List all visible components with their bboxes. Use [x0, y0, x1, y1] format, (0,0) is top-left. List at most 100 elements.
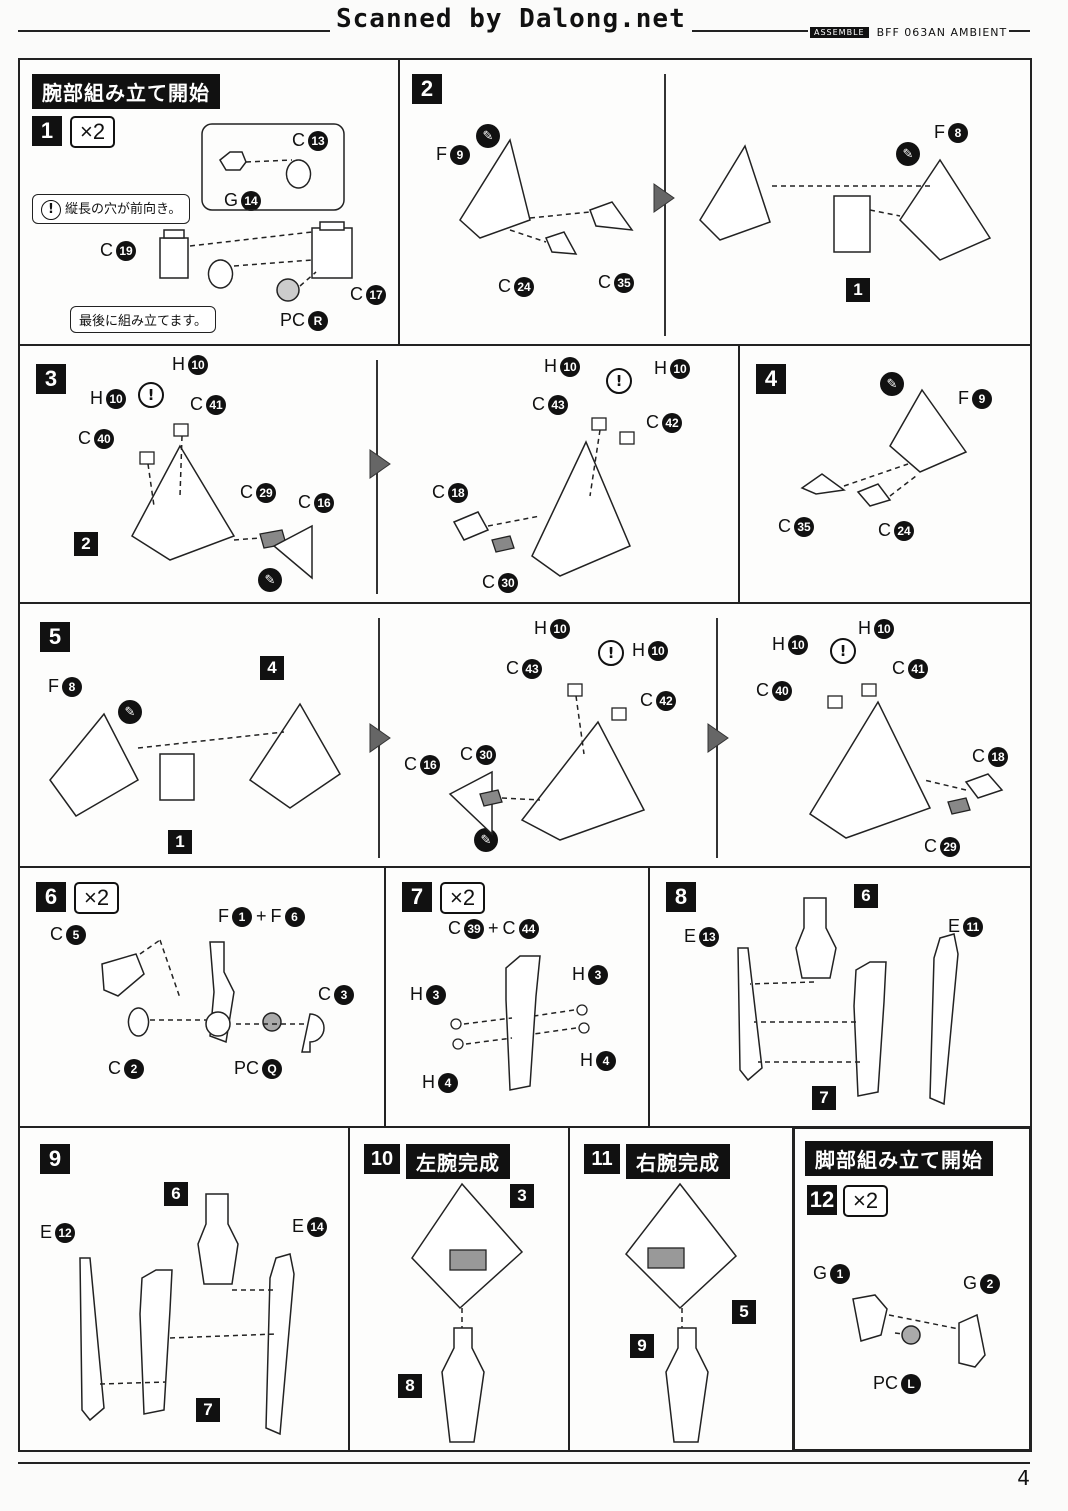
- cement-icon: ✎: [258, 568, 282, 592]
- cement-icon: ✎: [896, 142, 920, 166]
- step-number: 9: [40, 1144, 70, 1174]
- step-ref: 7: [196, 1398, 220, 1422]
- warning-icon: !: [598, 640, 624, 666]
- step-ref: 8: [398, 1374, 422, 1398]
- step-ref: 1: [846, 278, 870, 302]
- step-number: 8: [666, 882, 696, 912]
- warning-icon: !: [830, 638, 856, 664]
- step-ref: 6: [854, 884, 878, 908]
- right-arm-complete-drawing: [625, 1182, 738, 1443]
- step-ref: 5: [732, 1300, 756, 1324]
- multiplier: ×2: [74, 882, 120, 914]
- warning-icon: !: [41, 199, 61, 220]
- sub-divider: [376, 360, 378, 594]
- arm-assembly-heading: 腕部組み立て開始: [32, 74, 220, 109]
- step-ref: 3: [510, 1184, 534, 1208]
- cement-icon: ✎: [474, 828, 498, 852]
- step-number: 6: [36, 882, 66, 912]
- page-header: ASSEMBLE BFF 063AN AMBIENT: [808, 26, 1010, 39]
- forearm-drawing: [450, 955, 590, 1091]
- leg-joint-drawing: [852, 1294, 986, 1368]
- warning-icon: !: [138, 382, 164, 408]
- step-number: 3: [36, 364, 66, 394]
- arm-guard-drawing: [459, 138, 992, 261]
- footer-rule: [18, 1462, 1030, 1464]
- elbow-drawing: [101, 939, 325, 1053]
- step-ref: 7: [812, 1086, 836, 1110]
- step-number: 10: [364, 1144, 400, 1174]
- cement-icon: ✎: [118, 700, 142, 724]
- arm-side-drawing: [737, 897, 959, 1106]
- cement-icon: ✎: [880, 372, 904, 396]
- step-number: 5: [40, 622, 70, 652]
- left-arm-complete-drawing: [411, 1182, 524, 1443]
- step-number: 11: [584, 1144, 620, 1174]
- note-assemble-last: 最後に組み立てます。: [70, 306, 217, 333]
- assemble-badge: ASSEMBLE: [810, 27, 869, 38]
- panel-step-11: 11 右腕完成 5 9: [568, 1126, 794, 1452]
- step-number: 4: [756, 364, 786, 394]
- step-number: 7: [402, 882, 432, 912]
- step-number: 1: [32, 116, 62, 146]
- cement-icon: ✎: [476, 124, 500, 148]
- leg-assembly-heading: 脚部組み立て開始: [805, 1141, 993, 1176]
- left-arm-complete-heading: 左腕完成: [406, 1144, 510, 1179]
- multiplier: ×2: [440, 882, 486, 914]
- step-ref: 4: [260, 656, 284, 680]
- right-guard-drawing: [49, 683, 1004, 841]
- warning-icon: !: [606, 368, 632, 394]
- step-number: 2: [412, 74, 442, 104]
- step-ref: 9: [630, 1334, 654, 1358]
- left-arm-side-drawing: [79, 1193, 295, 1436]
